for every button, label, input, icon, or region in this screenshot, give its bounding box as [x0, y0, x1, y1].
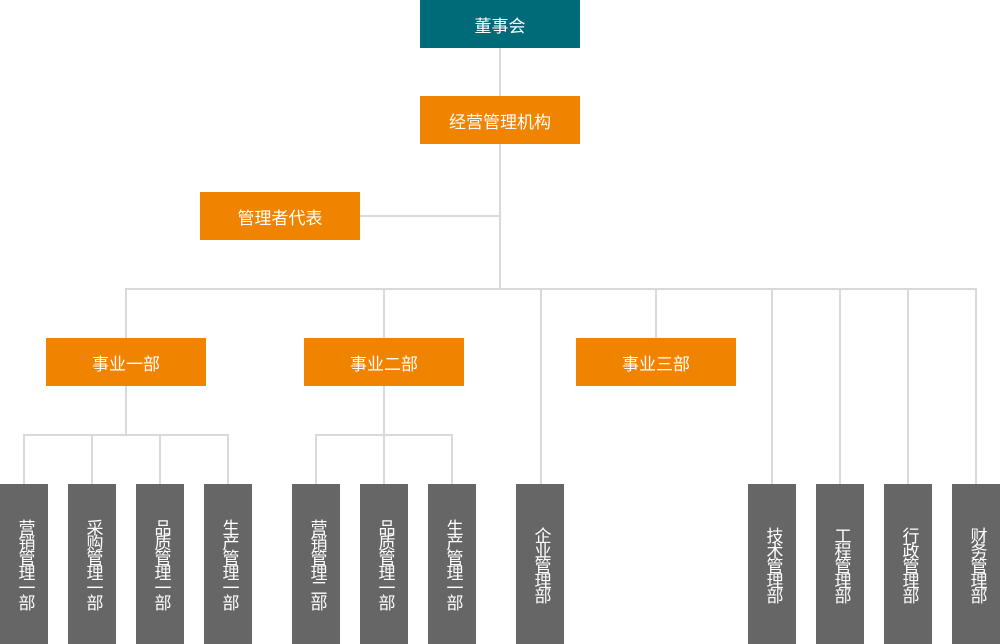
enterprise-management-unit: 企业管理部: [516, 484, 564, 644]
connector-div3-drop: [655, 288, 657, 338]
division-2-box: 事业二部: [304, 338, 464, 386]
connector-top-horizontal: [125, 288, 977, 290]
connector-div1-horizontal: [23, 434, 229, 436]
connector-enterprise-drop: [540, 288, 542, 484]
engineering-unit: 工程管理部: [816, 484, 864, 644]
div1-unit-sales: 营销管理一部: [0, 484, 48, 644]
finance-unit: 财务管理部: [952, 484, 1000, 644]
connector-div2-u2: [383, 434, 385, 484]
connector-div1-u4: [227, 434, 229, 484]
div2-unit-sales: 营销管理二部: [292, 484, 340, 644]
connector-div1-u3: [159, 434, 161, 484]
div1-unit-purchasing: 采购管理一部: [68, 484, 116, 644]
connector-func3-drop: [907, 288, 909, 484]
connector-div2-drop: [383, 288, 385, 338]
connector-func2-drop: [839, 288, 841, 484]
div2-unit-production: 生产管理一部: [428, 484, 476, 644]
div1-unit-production: 生产管理一部: [204, 484, 252, 644]
connector-func1-drop: [771, 288, 773, 484]
connector-func4-drop: [975, 288, 977, 484]
connector-div2-u1: [315, 434, 317, 484]
connector-div1-down: [125, 386, 127, 435]
connector-main-trunk: [499, 48, 501, 290]
technology-unit: 技术管理部: [748, 484, 796, 644]
division-3-box: 事业三部: [576, 338, 736, 386]
management-rep-box: 管理者代表: [200, 192, 360, 240]
management-org-box: 经营管理机构: [420, 96, 580, 144]
div1-unit-quality: 品质管理一部: [136, 484, 184, 644]
division-1-box: 事业一部: [46, 338, 206, 386]
connector-div1-u2: [91, 434, 93, 484]
connector-div2-down: [383, 386, 385, 435]
connector-div2-u3: [451, 434, 453, 484]
connector-rep-branch: [360, 215, 500, 217]
connector-div1-u1: [23, 434, 25, 484]
connector-div1-drop: [125, 288, 127, 338]
board-box: 董事会: [420, 0, 580, 48]
div2-unit-quality: 品质管理一部: [360, 484, 408, 644]
administration-unit: 行政管理部: [884, 484, 932, 644]
